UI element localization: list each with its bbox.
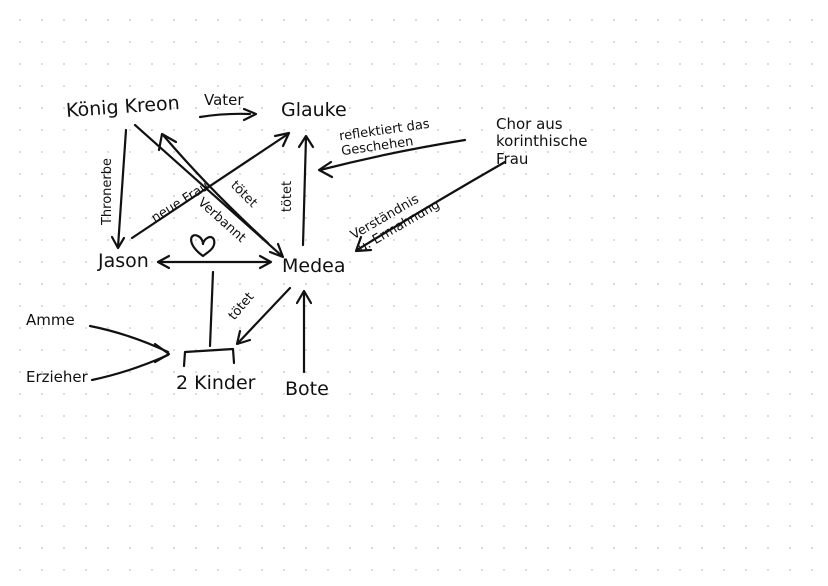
arrowhead-kinder-left: [153, 342, 171, 364]
node-jason: Jason: [98, 250, 149, 272]
arrowhead-glauke-up: [297, 134, 315, 149]
node-chor: Chor aus korinthische Frau: [496, 115, 588, 168]
node-glauke: Glauke: [281, 99, 347, 121]
node-medea: Medea: [282, 255, 346, 277]
node-bote: Bote: [285, 378, 329, 400]
kinder-bracket: [182, 347, 236, 368]
arrow-medea-to-kreon: [161, 133, 270, 245]
line-jason-to-kinder: [208, 270, 215, 348]
label-toetet-glauke: tötet: [280, 180, 296, 213]
arrow-chor-to-medea: [355, 160, 507, 252]
arrow-erzieher-to-kinder: [90, 353, 170, 382]
arrowhead-glauke-from-jason: [273, 131, 291, 148]
node-erzieher: Erzieher: [26, 368, 88, 386]
arrowhead-medea-right: [258, 254, 273, 270]
arrow-medea-to-kinder: [236, 286, 292, 345]
arrowhead-kreon: [157, 132, 178, 152]
arrowhead-medea-from-kreon: [268, 242, 285, 259]
arrowhead-medea-from-chor: [354, 235, 373, 253]
node-amme: Amme: [26, 311, 75, 329]
arrow-chor-reflektiert: [318, 138, 467, 172]
arrowhead-jason: [110, 235, 126, 250]
arrowhead-reflektiert: [317, 160, 334, 179]
arrow-kreon-to-jason: [116, 128, 128, 249]
label-vater: Vater: [204, 91, 244, 109]
heart-icon: [190, 234, 216, 258]
label-thronerbe: Thronerbe: [100, 157, 116, 226]
node-kinder: 2 Kinder: [176, 372, 256, 394]
arrowhead-glauke: [242, 107, 258, 122]
arrow-amme-to-kinder: [88, 324, 170, 354]
arrowhead-medea-from-bote: [295, 289, 313, 305]
arrow-kreon-to-glauke: [198, 112, 252, 119]
arrow-medea-to-glauke: [301, 135, 308, 247]
arrowhead-kinder-from-medea: [235, 329, 252, 346]
arrowhead-jason-left: [156, 254, 171, 270]
